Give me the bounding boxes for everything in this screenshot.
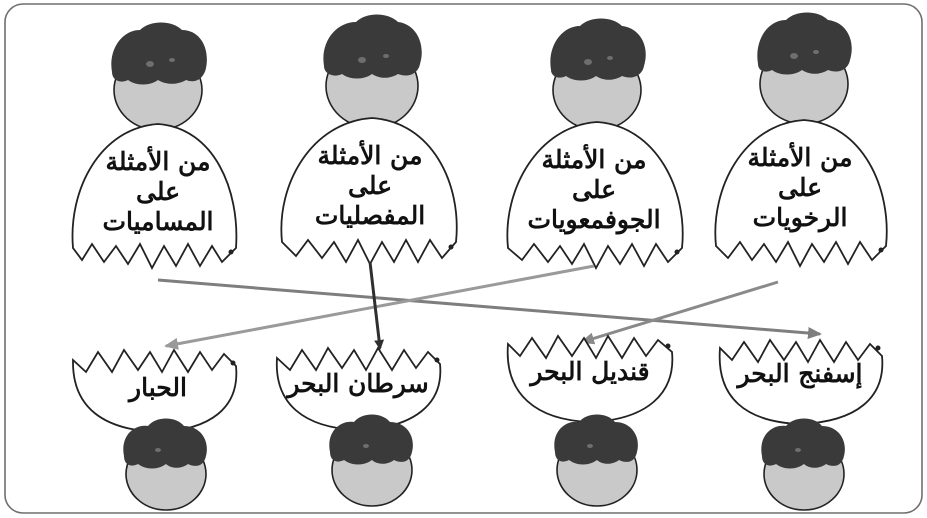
arrow-group-1-to-example-4 [157,278,822,340]
top-character-4 [757,12,852,125]
top-label-3: من الأمثلة على الجوفمعويات [527,142,660,235]
top-shell-3 [506,121,684,270]
top-shell-2 [280,117,458,266]
top-label-4: من الأمثلة على الرخويات [748,140,853,233]
bottom-character-3 [554,414,638,507]
top-label-1: من الأمثلة على المساميات [102,144,213,236]
hair-1 [111,22,207,85]
bottom-character-4 [761,418,845,511]
top-label-1-line-2: على [136,177,180,206]
bottom-hair-2 [329,414,413,465]
bottom-shell-2 [276,346,442,431]
bottom-label-4: إسفنج البحر [736,359,863,389]
top-character-3 [550,18,646,131]
top-label-1-line-1: من الأمثلة [106,144,211,177]
bottom-label-2: سرطان البحر [285,369,428,399]
top-label-2: من الأمثلة على المفصليات [315,138,425,230]
bottom-label-1: الحبار [127,373,187,403]
top-label-2-line-2: على [348,171,392,200]
arrow-group-4-to-example-3 [580,280,779,345]
hair-4 [757,12,852,75]
top-label-3-line-1: من الأمثلة [542,142,647,175]
bottom-hair-4 [761,418,845,469]
top-character-1 [111,22,207,131]
bottom-shell-3 [506,334,674,423]
hair-3 [550,18,646,81]
bottom-shell-4 [718,338,884,425]
bottom-character-1 [123,418,207,511]
arrow-group-2-to-example-2 [368,261,385,350]
top-label-2-line-3: المفصليات [315,201,425,230]
bottom-hair-3 [554,414,638,465]
top-label-3-line-2: على [572,175,616,204]
bottom-label-3: قنديل البحر [528,357,649,387]
top-shell-1 [71,123,238,270]
top-label-3-line-3: الجوفمعويات [527,205,660,235]
arrow-group-3-to-example-1 [164,264,595,350]
top-character-2 [323,14,422,129]
top-label-4-line-3: الرخويات [753,203,848,233]
top-shell-4 [714,119,888,268]
bottom-hair-1 [123,418,207,469]
bottom-shell-1 [72,348,238,433]
top-label-1-line-3: المساميات [102,207,213,236]
bottom-character-2 [329,414,413,507]
hair-2 [323,14,422,79]
top-label-2-line-1: من الأمثلة [318,138,423,171]
top-label-4-line-2: على [778,173,822,202]
top-label-4-line-1: من الأمثلة [748,140,853,173]
